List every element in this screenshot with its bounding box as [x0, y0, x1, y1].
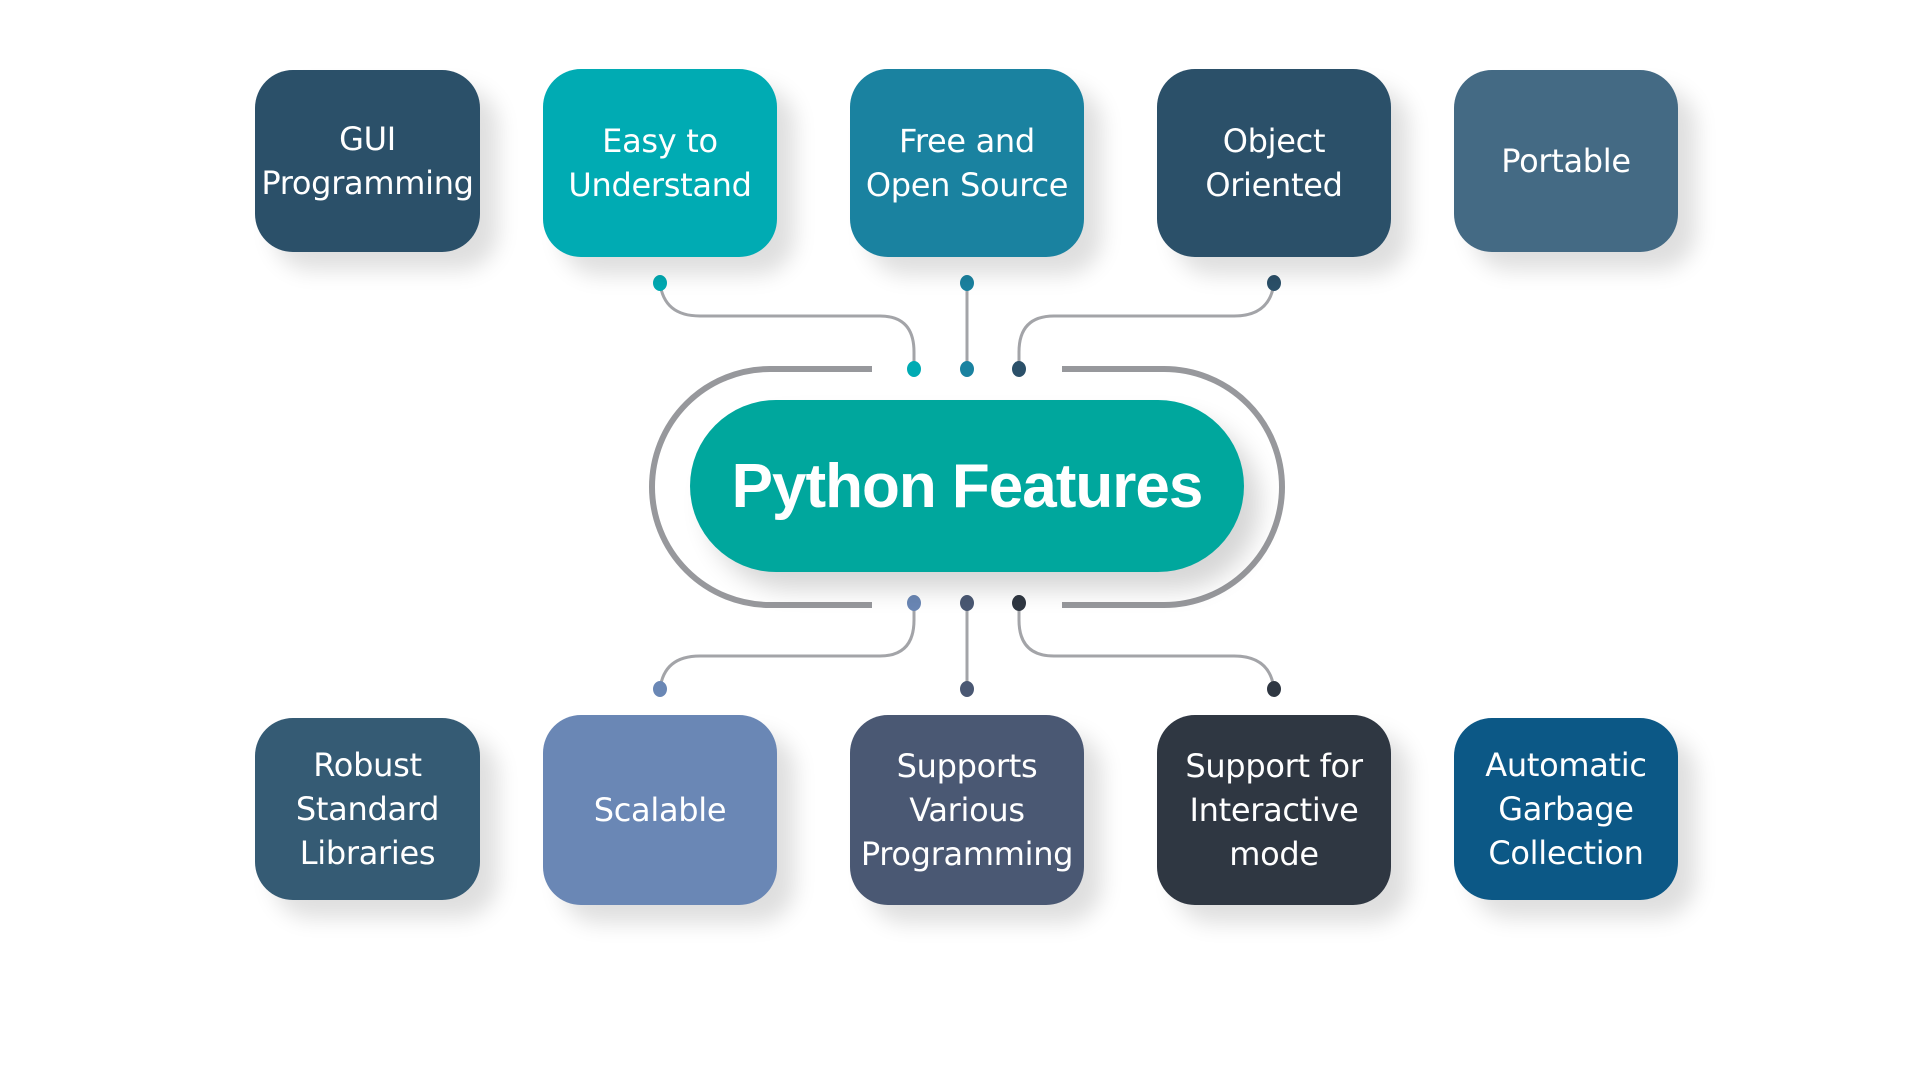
feature-box-top-1: GUI Programming [255, 70, 480, 252]
feature-box-top-3: Free and Open Source [850, 69, 1084, 257]
feature-label: Object Oriented [1205, 122, 1343, 204]
feature-box-top-4: Object Oriented [1157, 69, 1391, 257]
connector-dot-bottom-1-1 [907, 595, 921, 611]
connector-dot-top-1-1 [653, 275, 667, 291]
connector-dot-bottom-1-2 [653, 681, 667, 697]
wire-easy-to-understand [658, 282, 916, 369]
feature-label: Scalable [593, 791, 727, 829]
outer-ring-right [1062, 366, 1286, 608]
connector-dot-bottom-3-1 [1012, 595, 1026, 611]
center-title-pill: Python Features [690, 400, 1244, 572]
feature-label: Easy to Understand [568, 122, 752, 204]
connector-dot-top-3-2 [1012, 361, 1026, 377]
feature-box-top-5: Portable [1454, 70, 1678, 252]
feature-box-bottom-5: Automatic Garbage Collection [1454, 718, 1678, 900]
wire-interactive-mode [1017, 603, 1276, 690]
feature-label: GUI Programming [261, 120, 474, 202]
outer-ring-left [648, 366, 872, 608]
connector-dot-top-3-1 [1267, 275, 1281, 291]
feature-label: Support for Interactive mode [1185, 747, 1363, 873]
wire-object-oriented [1017, 282, 1276, 369]
connector-dot-top-2-1 [960, 275, 974, 291]
wire-scalable [658, 603, 916, 690]
feature-label: Supports Various Programming [860, 747, 1074, 873]
feature-label: Portable [1501, 142, 1631, 180]
feature-box-bottom-4: Support for Interactive mode [1157, 715, 1391, 905]
feature-box-bottom-2: Scalable [543, 715, 777, 905]
feature-label: Robust Standard Libraries [295, 746, 440, 872]
feature-label: Automatic Garbage Collection [1485, 746, 1647, 872]
connector-dot-bottom-2-1 [960, 595, 974, 611]
feature-box-top-2: Easy to Understand [543, 69, 777, 257]
connector-dot-top-2-2 [960, 361, 974, 377]
connector-dot-bottom-2-2 [960, 681, 974, 697]
diagram-title: Python Features [731, 451, 1204, 521]
feature-box-bottom-1: Robust Standard Libraries [255, 718, 480, 900]
feature-box-bottom-3: Supports Various Programming [850, 715, 1084, 905]
feature-label: Free and Open Source [865, 122, 1069, 204]
connector-dot-bottom-3-2 [1267, 681, 1281, 697]
connector-dot-top-1-2 [907, 361, 921, 377]
